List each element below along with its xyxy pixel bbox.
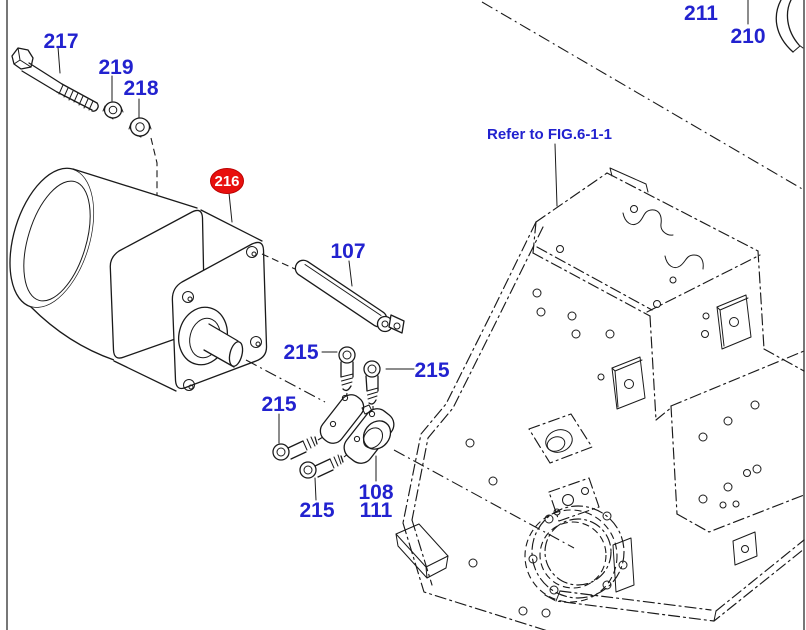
nut-219-drawing [102,75,124,120]
motor-corner-holes [182,246,262,391]
callout-211[interactable]: 211 [684,2,718,25]
housing-main-bore [518,505,625,618]
callout-219[interactable]: 219 [98,56,133,79]
coupling-108-111-drawing [319,394,395,482]
callout-218[interactable]: 218 [123,77,158,100]
screw-215-a [338,346,356,400]
screw-215-c [272,433,329,461]
housing-face-holes [465,288,615,568]
screw-215-d [299,448,355,479]
bolt-217-drawing [11,46,99,112]
ring-part-partial [747,0,804,53]
callout-215-1[interactable]: 215 [283,341,318,364]
assembly-axis-line [393,449,575,549]
screw-215-b [363,360,381,412]
page-frame [6,0,805,630]
housing-foot-bracket [395,523,449,579]
callout-leader-lines [278,351,415,501]
callout-217[interactable]: 217 [43,30,78,53]
callout-labels: 217 219 218 107 215 215 215 215 108 111 … [43,2,765,522]
callout-215-4[interactable]: 215 [299,499,334,522]
callout-108[interactable]: 108 [358,481,393,504]
housing-right-panel [670,350,805,566]
construction-line [481,1,805,191]
motor-216-drawing [9,167,326,403]
callout-215-2[interactable]: 215 [414,359,449,382]
reference-leader [554,143,558,207]
gearbox-housing-drawing [395,167,805,630]
housing-bore-lugs [528,413,635,593]
housing-pads [597,294,752,410]
callout-badge-216[interactable]: 216 [210,168,244,223]
callout-107[interactable]: 107 [330,240,365,263]
callout-215-3[interactable]: 215 [261,393,296,416]
key-107-drawing [294,259,405,334]
callout-210[interactable]: 210 [730,25,765,48]
callout-111[interactable]: 111 [360,499,393,522]
reference-note: Refer to FIG.6-1-1 [487,126,612,143]
nut-218-drawing [128,98,187,212]
callout-216-label[interactable]: 216 [214,173,239,190]
housing-base-rails [544,539,805,622]
